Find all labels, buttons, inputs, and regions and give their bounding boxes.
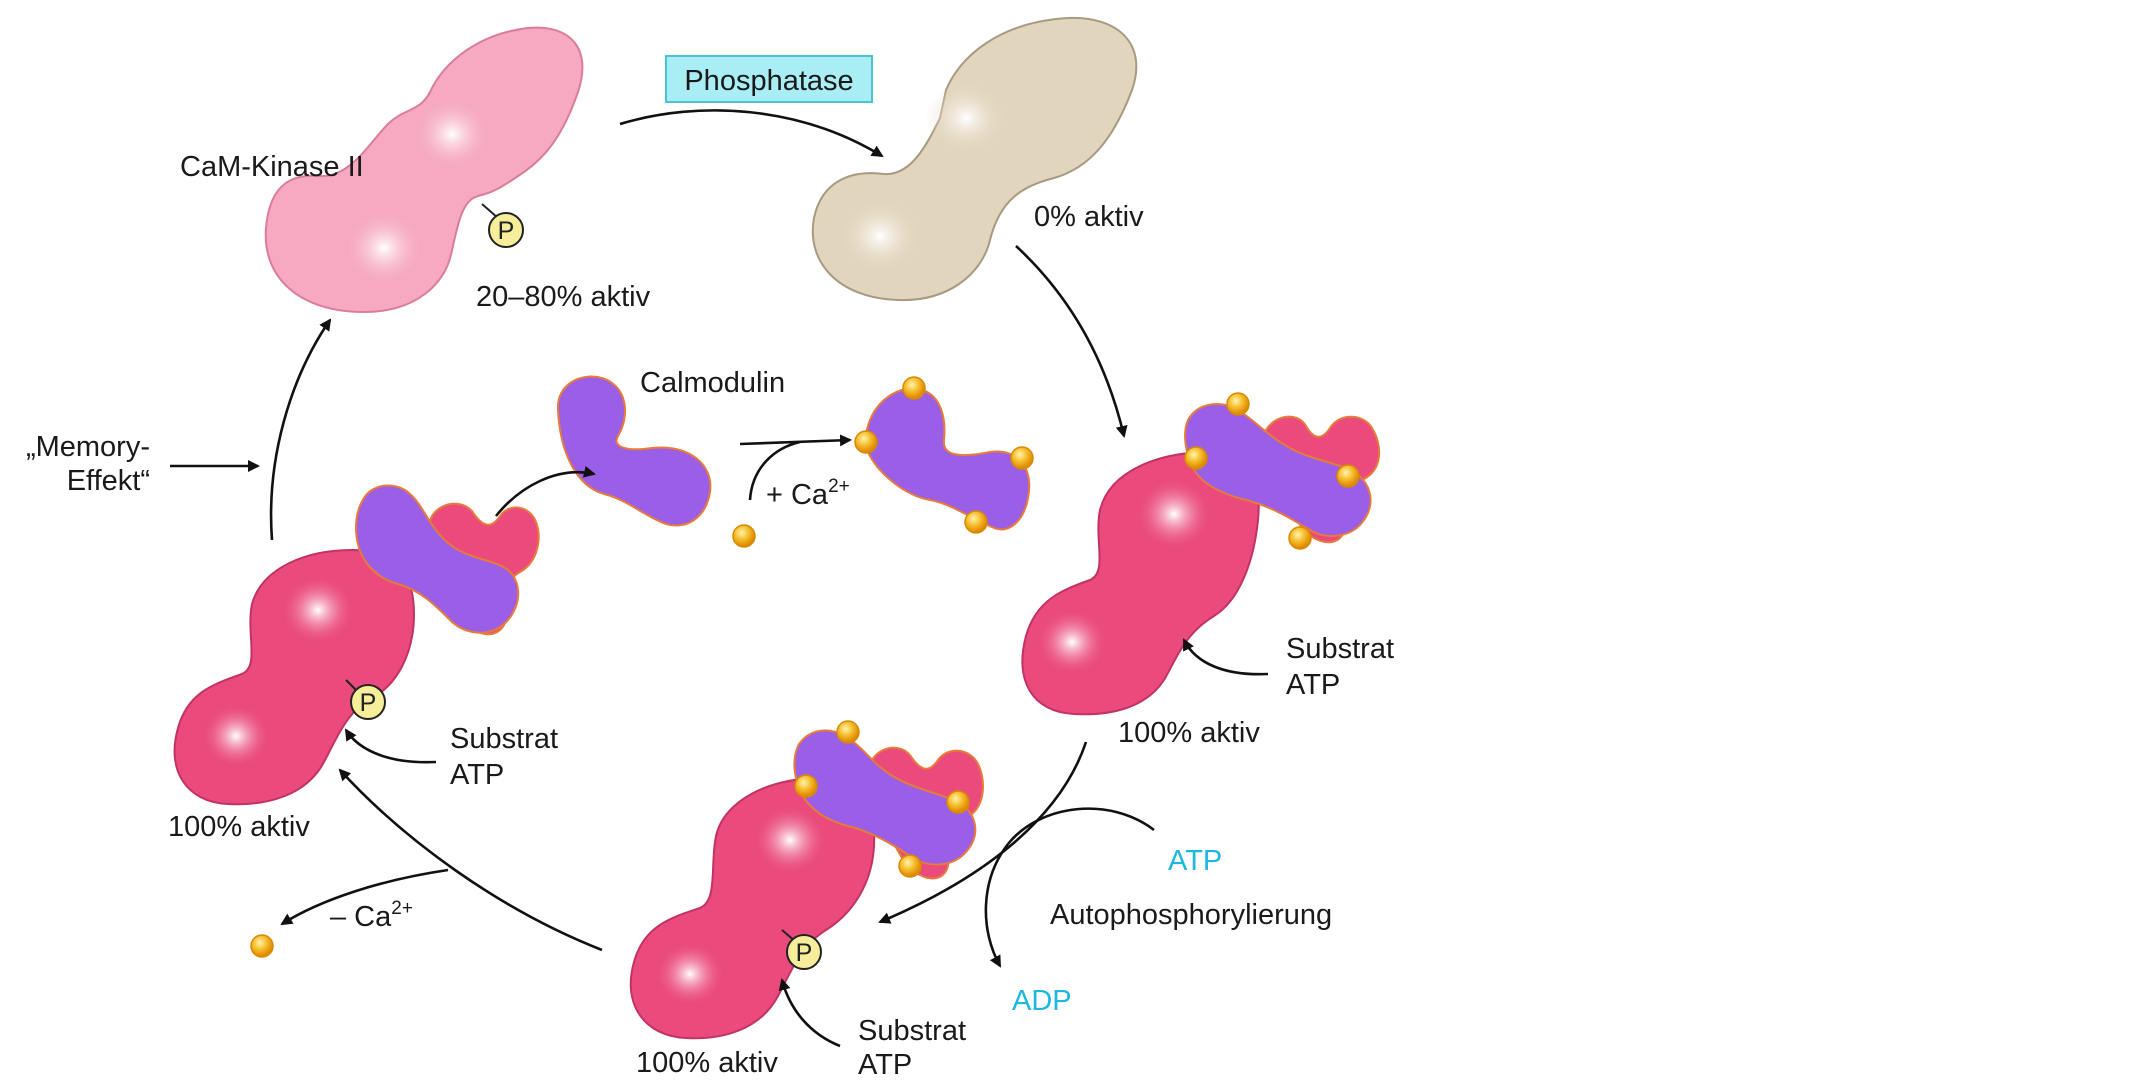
- phosphatase-box: Phosphatase: [665, 55, 873, 103]
- calcium-ion: [836, 720, 860, 744]
- label-atp-left: ATP: [450, 759, 504, 791]
- label-substrat-bottom: Substrat: [858, 1015, 966, 1047]
- arrow-right-to-bottom: [878, 741, 1088, 924]
- arrow-to-calmodulin: [494, 465, 596, 517]
- phosphate-marker-bottom: P: [781, 929, 822, 970]
- label-atp-cyan: ATP: [1168, 845, 1222, 877]
- kinase-inactive: [811, 16, 1138, 302]
- calcium-ion: [964, 510, 988, 534]
- calcium-ion: [1226, 392, 1250, 416]
- arrow-to-right-kinase: [1015, 245, 1128, 438]
- kinase-partial-active: [264, 26, 584, 314]
- label-active-right: 100% aktiv: [1118, 717, 1260, 749]
- calmodulin-free: [556, 375, 712, 527]
- arrow-substrat-bottom: [778, 978, 841, 1048]
- calcium-ion: [946, 790, 970, 814]
- label-atp-right: ATP: [1286, 669, 1340, 701]
- arrow-ca-out: [280, 868, 449, 926]
- arrow-substrat-right: [1182, 638, 1269, 676]
- svg-text:P: P: [796, 939, 813, 967]
- calcium-ion: [1336, 464, 1360, 488]
- arrow-adp-out: [984, 843, 1010, 968]
- label-autophos: Autophosphorylierung: [1050, 899, 1332, 931]
- arrow-atp-in: [1006, 807, 1155, 845]
- phosphate-marker-left: P: [345, 679, 386, 720]
- arrow-phosphatase: [619, 109, 884, 158]
- calcium-ion: [1184, 446, 1208, 470]
- svg-text:Phosphatase: Phosphatase: [684, 65, 853, 97]
- calcium-ion: [902, 376, 926, 400]
- arrow-bottom-to-left: [338, 768, 603, 952]
- calcium-ion: [1010, 446, 1034, 470]
- kinase-left-active: [173, 548, 416, 806]
- arrow-left-to-top: [269, 318, 332, 541]
- calcium-ion: [732, 524, 756, 548]
- label-active-bottom: 100% aktiv: [636, 1047, 778, 1079]
- label-ca-plus: + Ca2+: [766, 476, 850, 511]
- label-active-left: 100% aktiv: [168, 811, 310, 843]
- calmodulin-on-left-kinase: [355, 484, 540, 636]
- calcium-ion: [854, 430, 878, 454]
- calcium-ion: [898, 854, 922, 878]
- label-calmodulin: Calmodulin: [640, 367, 785, 399]
- calcium-ions: [250, 376, 1360, 958]
- label-adp-cyan: ADP: [1012, 985, 1072, 1017]
- label-substrat-left: Substrat: [450, 723, 558, 755]
- label-ca-minus: – Ca2+: [330, 898, 413, 933]
- calmodulin-ca-bound: [864, 387, 1031, 531]
- cycle-arrows: [170, 109, 1269, 1048]
- calcium-ion: [1288, 526, 1312, 550]
- calcium-ion: [250, 934, 274, 958]
- label-camkinase: CaM-Kinase II: [180, 151, 364, 183]
- label-atp-bottom: ATP: [858, 1049, 912, 1081]
- label-partial-active: 20–80% aktiv: [476, 281, 651, 313]
- label-memory-1: „Memory-: [26, 431, 150, 463]
- svg-text:P: P: [360, 689, 377, 717]
- svg-text:P: P: [498, 217, 515, 245]
- arrow-ca-in: [748, 440, 801, 501]
- label-memory-2: Effekt“: [67, 465, 150, 497]
- calmodulin-on-bottom-kinase: [793, 729, 984, 880]
- calmodulin-on-right-kinase: [1184, 403, 1381, 544]
- label-substrat-right: Substrat: [1286, 633, 1394, 665]
- calcium-ion: [794, 774, 818, 798]
- label-inactive: 0% aktiv: [1034, 201, 1144, 233]
- phosphate-marker-top: P: [481, 203, 524, 248]
- arrow-substrat-left: [344, 728, 437, 764]
